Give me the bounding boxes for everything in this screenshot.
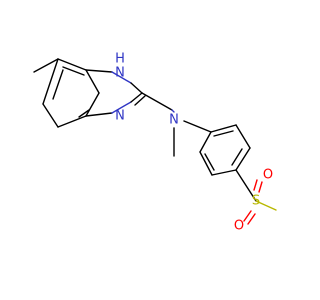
sulfur-oxygen-bottom-bond-second	[247, 213, 256, 225]
benzene-double-bond-inner	[78, 109, 90, 118]
methyl-bond-top	[33, 58, 59, 73]
benzene-bond	[42, 58, 59, 105]
phenyl-bond	[210, 124, 237, 133]
imidazole-c2-bond	[130, 92, 143, 103]
imine-n-label: N	[115, 109, 125, 124]
benzyl-bond	[199, 131, 212, 153]
methylsulfonylphenyl-fragment: S O O	[199, 124, 277, 234]
phenyl-double-bond-inner	[231, 148, 243, 166]
sulfur-methyl-bond	[255, 200, 277, 211]
phenyl-bond	[199, 151, 213, 176]
sulfonyl-bond	[235, 169, 257, 202]
benzimidazole-fragment: H N N	[33, 52, 146, 128]
fused-bond	[85, 69, 113, 73]
sulfur-oxygen-bottom-bond	[243, 210, 252, 222]
benzene-bond	[85, 69, 100, 94]
sulfur-oxygen-top-bond	[258, 181, 263, 193]
benzyl-bond	[183, 120, 212, 133]
imidazole-double-bond	[134, 95, 146, 106]
phenyl-bond	[235, 124, 251, 149]
benzene-double-bond-inner	[62, 66, 85, 76]
benzene-bond	[85, 92, 100, 117]
amine-n-label: N	[169, 113, 179, 128]
imidazole-nh-bond	[111, 71, 132, 84]
methylene-bond	[141, 92, 173, 111]
oxygen-bottom-label: O	[234, 219, 244, 234]
phenyl-double-bond-inner	[204, 153, 215, 171]
imidazole-n-bond	[111, 101, 132, 114]
benzene-double-bond-inner	[52, 69, 64, 100]
phenyl-double-bond-inner	[213, 130, 234, 137]
oxygen-top-label: O	[263, 168, 273, 183]
phenyl-bond	[235, 147, 251, 171]
fused-bond	[85, 112, 113, 117]
nh-n-label: N	[115, 66, 125, 81]
phenyl-bond	[211, 169, 237, 176]
benzene-bond	[42, 103, 59, 128]
imidazole-c2-bond	[130, 82, 143, 94]
amine-bond-left	[171, 109, 175, 113]
sulfur-label: S	[252, 194, 260, 209]
molecule-structure-diagram: H N N N S O O	[33, 52, 277, 234]
sulfur-oxygen-top-bond-second	[253, 179, 258, 191]
amine-linker: N	[141, 92, 212, 157]
benzene-bond	[57, 58, 87, 71]
nh-h-label: H	[115, 52, 125, 67]
benzene-bond	[57, 115, 87, 128]
